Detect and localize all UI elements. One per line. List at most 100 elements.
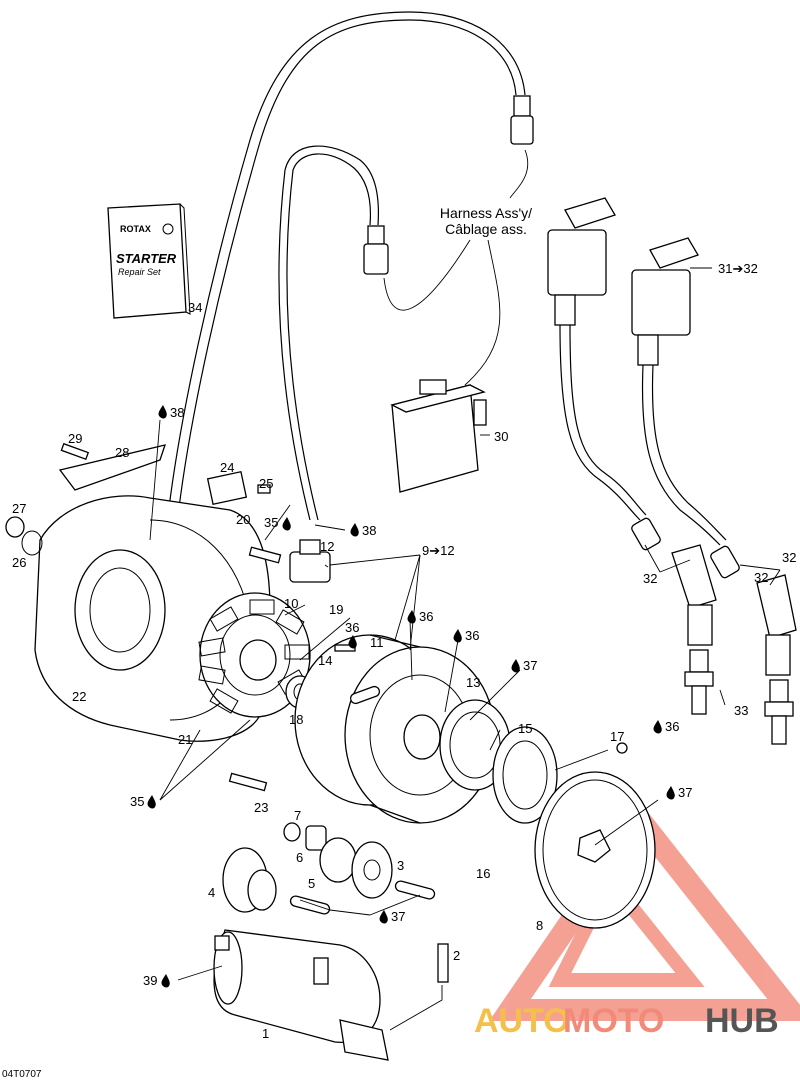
callout-37a: 37 — [523, 658, 537, 673]
callout-37b: 37 — [678, 785, 692, 800]
manual-brand: ROTAX — [120, 224, 151, 234]
bolt-20 — [248, 546, 282, 564]
spark-plugs — [684, 649, 794, 745]
callout-24: 24 — [220, 460, 234, 475]
harness-connector-top-body — [510, 115, 534, 145]
callout-15: 15 — [518, 721, 532, 736]
callout-36a: 36 — [419, 609, 433, 624]
spark-plug-caps — [631, 517, 797, 676]
watermark-text: AUTO MOTO HUB — [474, 1002, 779, 1040]
bushing-6 — [305, 825, 327, 851]
callout-27: 27 — [12, 501, 26, 516]
callout-6: 6 — [296, 850, 303, 865]
callout-5: 5 — [308, 876, 315, 891]
bolt-29 — [60, 442, 90, 461]
washer-5 — [319, 837, 357, 883]
screw-17 — [616, 742, 628, 754]
wiring-harness — [164, 11, 534, 546]
callout-1: 1 — [262, 1026, 269, 1041]
callout-35a: 35 — [130, 794, 144, 809]
callout-19: 19 — [329, 602, 343, 617]
callout-4: 4 — [208, 885, 215, 900]
callout-10: 10 — [284, 596, 298, 611]
callout-28: 28 — [115, 445, 129, 460]
drop-icon — [348, 635, 357, 649]
drop-icon — [453, 629, 462, 643]
leader-lines — [149, 267, 781, 1031]
ignition-coil-1 — [547, 197, 647, 521]
callout-18: 18 — [289, 712, 303, 727]
drop-icon — [282, 517, 291, 531]
trigger-coil — [289, 539, 331, 583]
watermark-text-auto: AUTO — [474, 1002, 570, 1040]
shaft-pin-b — [394, 880, 436, 900]
callout-11: 11 — [370, 635, 384, 650]
starter-terminal — [313, 957, 329, 985]
figure-code: 04T0707 — [2, 1069, 42, 1080]
drop-icon — [511, 659, 520, 673]
screw-25 — [257, 484, 271, 494]
harness-connector-left — [367, 225, 385, 245]
lubricant-drop-icons — [147, 405, 675, 988]
harness-label-line2: Câblage ass. — [445, 221, 527, 237]
callout-32a: 32 — [643, 571, 657, 586]
callout-30: 30 — [494, 429, 508, 444]
ring-gear — [534, 771, 656, 929]
callout-21: 21 — [178, 732, 192, 747]
intermediate-gear-4 — [222, 847, 277, 913]
callout-25: 25 — [259, 476, 273, 491]
drive-gear-3 — [351, 841, 393, 899]
clutch-cover — [492, 726, 558, 824]
callout-33: 33 — [734, 703, 748, 718]
callout-36b: 36 — [465, 628, 479, 643]
manual-title: STARTER — [116, 251, 177, 266]
drop-icon — [379, 910, 388, 924]
callout-39: 39 — [143, 973, 157, 988]
callout-13: 13 — [466, 675, 480, 690]
starter-repair-manual: ROTAX STARTER Repair Set — [107, 203, 191, 319]
callout-20: 20 — [236, 512, 250, 527]
callout-7: 7 — [294, 808, 301, 823]
callout-38b: 38 — [362, 523, 376, 538]
stator — [198, 592, 311, 718]
drop-icon — [161, 974, 170, 988]
callout-37c: 37 — [391, 909, 405, 924]
callout-12: 12 — [320, 539, 334, 554]
callout-22: 22 — [72, 689, 86, 704]
harness-label-line1: Harness Ass'y/ — [440, 205, 532, 221]
harness-connector-top — [513, 95, 531, 117]
callout-32c: 32 — [782, 550, 796, 565]
drop-icon — [350, 523, 359, 537]
callout-17: 17 — [610, 729, 624, 744]
callout-26: 26 — [12, 555, 26, 570]
o-ring-26 — [21, 530, 43, 556]
callout-38a: 38 — [170, 405, 184, 420]
drop-icon — [653, 720, 662, 734]
watermark-text-hub: HUB — [705, 1002, 779, 1040]
washer-7 — [283, 822, 301, 842]
callout-23: 23 — [254, 800, 268, 815]
drop-icon — [147, 795, 156, 809]
drop-icon — [666, 786, 675, 800]
ignition-coil-2 — [631, 237, 727, 546]
callout-29: 29 — [68, 431, 82, 446]
drop-icon — [407, 610, 416, 624]
callout-8: 8 — [536, 918, 543, 933]
callout-3: 3 — [397, 858, 404, 873]
callout-9-12: 9➔12 — [422, 543, 455, 558]
callouts: 1 2 3 4 5 6 7 8 9➔12 10 11 12 13 14 15 1… — [12, 261, 796, 1041]
shaft-pin-a — [289, 895, 331, 915]
watermark-text-moto: MOTO — [563, 1002, 664, 1040]
callout-36c: 36 — [345, 620, 359, 635]
ignition-module — [390, 379, 487, 493]
callout-31-32: 31➔32 — [718, 261, 758, 276]
manual-subtitle: Repair Set — [118, 267, 161, 277]
callout-16: 16 — [476, 866, 490, 881]
bolt-2 — [437, 943, 449, 983]
starter-motor — [213, 929, 389, 1061]
callout-35b: 35 — [264, 515, 278, 530]
watermark-triangle-inner — [548, 867, 705, 987]
callout-32b: 32 — [754, 570, 768, 585]
